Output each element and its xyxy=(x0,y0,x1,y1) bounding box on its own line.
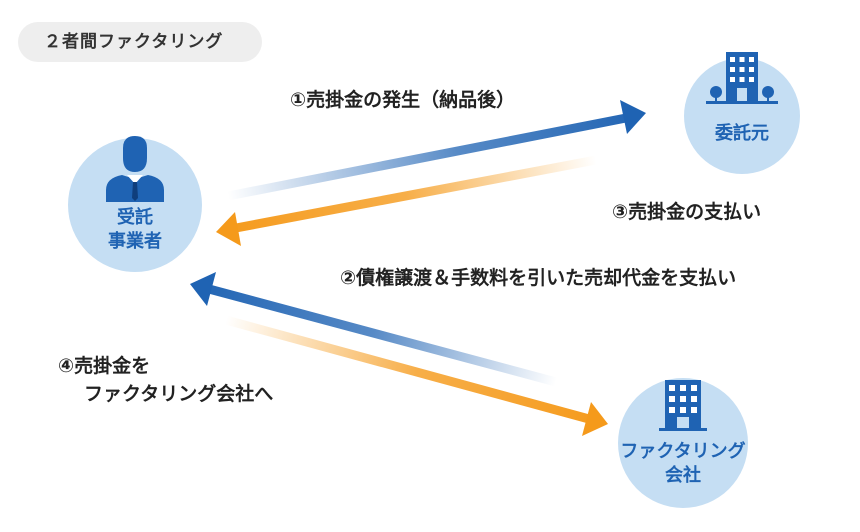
step-2-label: ②債権譲渡＆手数料を引いた売却代金を支払い xyxy=(340,267,737,289)
contractor-label-line2: 事業者 xyxy=(108,231,162,252)
arrow-2-head xyxy=(190,272,216,306)
step-1-label: ①売掛金の発生（納品後） xyxy=(290,89,516,111)
step-4-label: ④売掛金を ファクタリング会社へ xyxy=(58,352,273,408)
diagram-title-tag: ２者間ファクタリング xyxy=(18,22,262,62)
contractor-node: 受託 事業者 xyxy=(68,136,202,272)
factoring-company-node: ファクタリング 会社 xyxy=(618,378,748,508)
factoring-company-label-line2: 会社 xyxy=(665,465,701,486)
building-icon xyxy=(659,380,707,431)
building-icon xyxy=(706,52,778,104)
client-label: 委託元 xyxy=(715,123,769,144)
step-3-label: ③売掛金の支払い xyxy=(612,201,762,223)
arrow-4-head xyxy=(582,402,608,436)
arrow-2-shaft xyxy=(207,284,558,387)
arrow-4-shaft xyxy=(224,315,591,424)
contractor-label-line1: 受託 xyxy=(117,207,153,228)
businessman-icon xyxy=(106,136,164,202)
factoring-company-label-line1: ファクタリング xyxy=(620,441,746,462)
arrow-3-shaft xyxy=(235,155,597,233)
arrow-1-head xyxy=(620,100,646,134)
arrow-1-shaft xyxy=(227,113,627,201)
step-4-label-line2: ファクタリング会社へ xyxy=(84,383,274,405)
step-4-label-line1: ④売掛金を xyxy=(58,355,151,377)
arrow-3-head xyxy=(216,212,241,246)
client-node: 委託元 xyxy=(684,52,800,174)
